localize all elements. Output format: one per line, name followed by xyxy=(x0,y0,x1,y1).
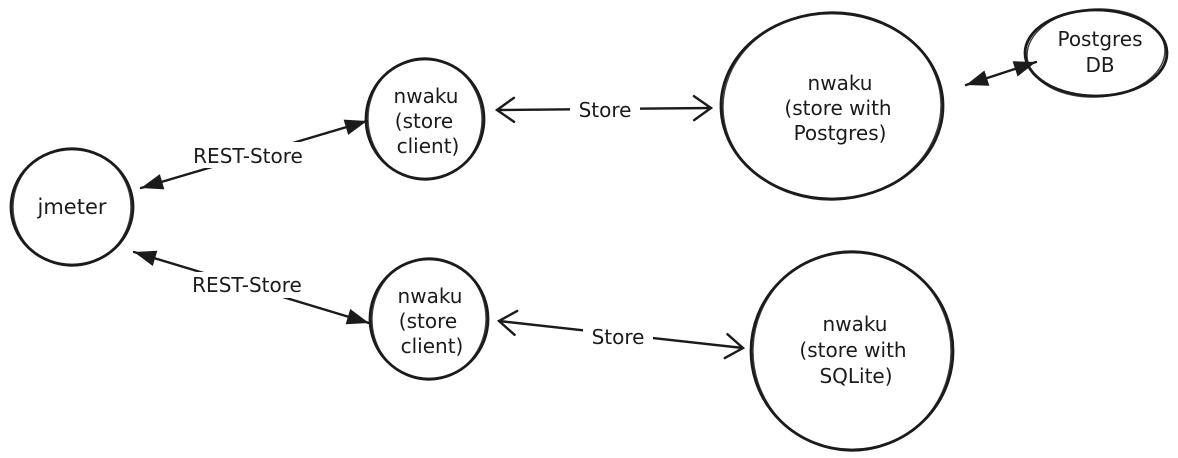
node-jmeter[interactable]: jmeter xyxy=(9,145,135,269)
node-store-client-top-label-line2: (store xyxy=(395,109,453,133)
node-jmeter-ellipse-sketch xyxy=(12,147,132,267)
edge-store-bottom-label: Store xyxy=(592,325,645,349)
node-store-client-bottom-label-line3: client) xyxy=(401,334,464,358)
node-store-sqlite-ellipse-sketch xyxy=(752,250,952,452)
node-store-postgres[interactable]: nwaku (store with Postgres) xyxy=(719,8,945,203)
edge-store-bottom[interactable]: Store xyxy=(496,309,746,360)
node-store-postgres-ellipse-sketch xyxy=(722,11,942,201)
node-store-client-bottom-ellipse-sketch xyxy=(371,257,487,381)
node-store-client-top-label-line1: nwaku xyxy=(394,84,459,108)
node-postgres-db-ellipse-sketch xyxy=(1026,8,1166,98)
node-store-client-top-ellipse-sketch xyxy=(367,57,483,181)
node-store-client-bottom[interactable]: nwaku (store client) xyxy=(368,255,490,383)
node-store-sqlite-label-line3: SQLite) xyxy=(819,364,892,388)
edge-postgres-db-link-line[interactable] xyxy=(964,60,1038,87)
edge-postgres-db-link[interactable] xyxy=(964,60,1038,87)
edge-rest-store-top-label-bg xyxy=(185,142,311,168)
node-jmeter-ellipse xyxy=(9,147,135,267)
node-store-postgres-label-line1: nwaku xyxy=(808,71,873,95)
node-store-sqlite-label-line2: (store with xyxy=(799,338,906,362)
node-store-sqlite-label-line1: nwaku xyxy=(823,312,888,336)
node-postgres-db-label-line2: DB xyxy=(1085,53,1114,77)
node-store-client-bottom-label-line2: (store xyxy=(399,309,457,333)
node-store-client-bottom-label-line1: nwaku xyxy=(398,284,463,308)
node-postgres-db[interactable]: Postgres DB xyxy=(1023,5,1169,100)
node-postgres-db-label-line1: Postgres xyxy=(1057,27,1142,51)
edge-store-top-label: Store xyxy=(579,98,632,122)
node-store-postgres-label-line3: Postgres) xyxy=(794,121,887,145)
node-store-client-top-ellipse xyxy=(364,57,486,181)
node-store-postgres-ellipse xyxy=(719,11,945,201)
node-store-client-bottom-ellipse xyxy=(368,257,490,381)
node-jmeter-label: jmeter xyxy=(37,195,107,219)
node-store-postgres-label-line2: (store with xyxy=(784,96,891,120)
node-store-client-top-label-line3: client) xyxy=(397,134,460,158)
edge-store-bottom-label-bg xyxy=(583,323,653,349)
edge-rest-store-bottom[interactable]: REST-Store xyxy=(132,250,371,325)
node-postgres-db-ellipse xyxy=(1023,8,1169,98)
node-store-client-top[interactable]: nwaku (store client) xyxy=(364,55,486,183)
node-store-sqlite[interactable]: nwaku (store with SQLite) xyxy=(749,248,955,455)
edge-rest-store-bottom-label-bg xyxy=(184,272,310,298)
edge-store-top-label-bg xyxy=(570,96,640,122)
node-store-sqlite-ellipse xyxy=(749,250,955,452)
edge-rest-store-top-label: REST-Store xyxy=(193,144,303,168)
edge-rest-store-bottom-label: REST-Store xyxy=(192,273,302,297)
edge-store-top[interactable]: Store xyxy=(494,94,714,124)
edge-rest-store-top[interactable]: REST-Store xyxy=(139,119,369,190)
